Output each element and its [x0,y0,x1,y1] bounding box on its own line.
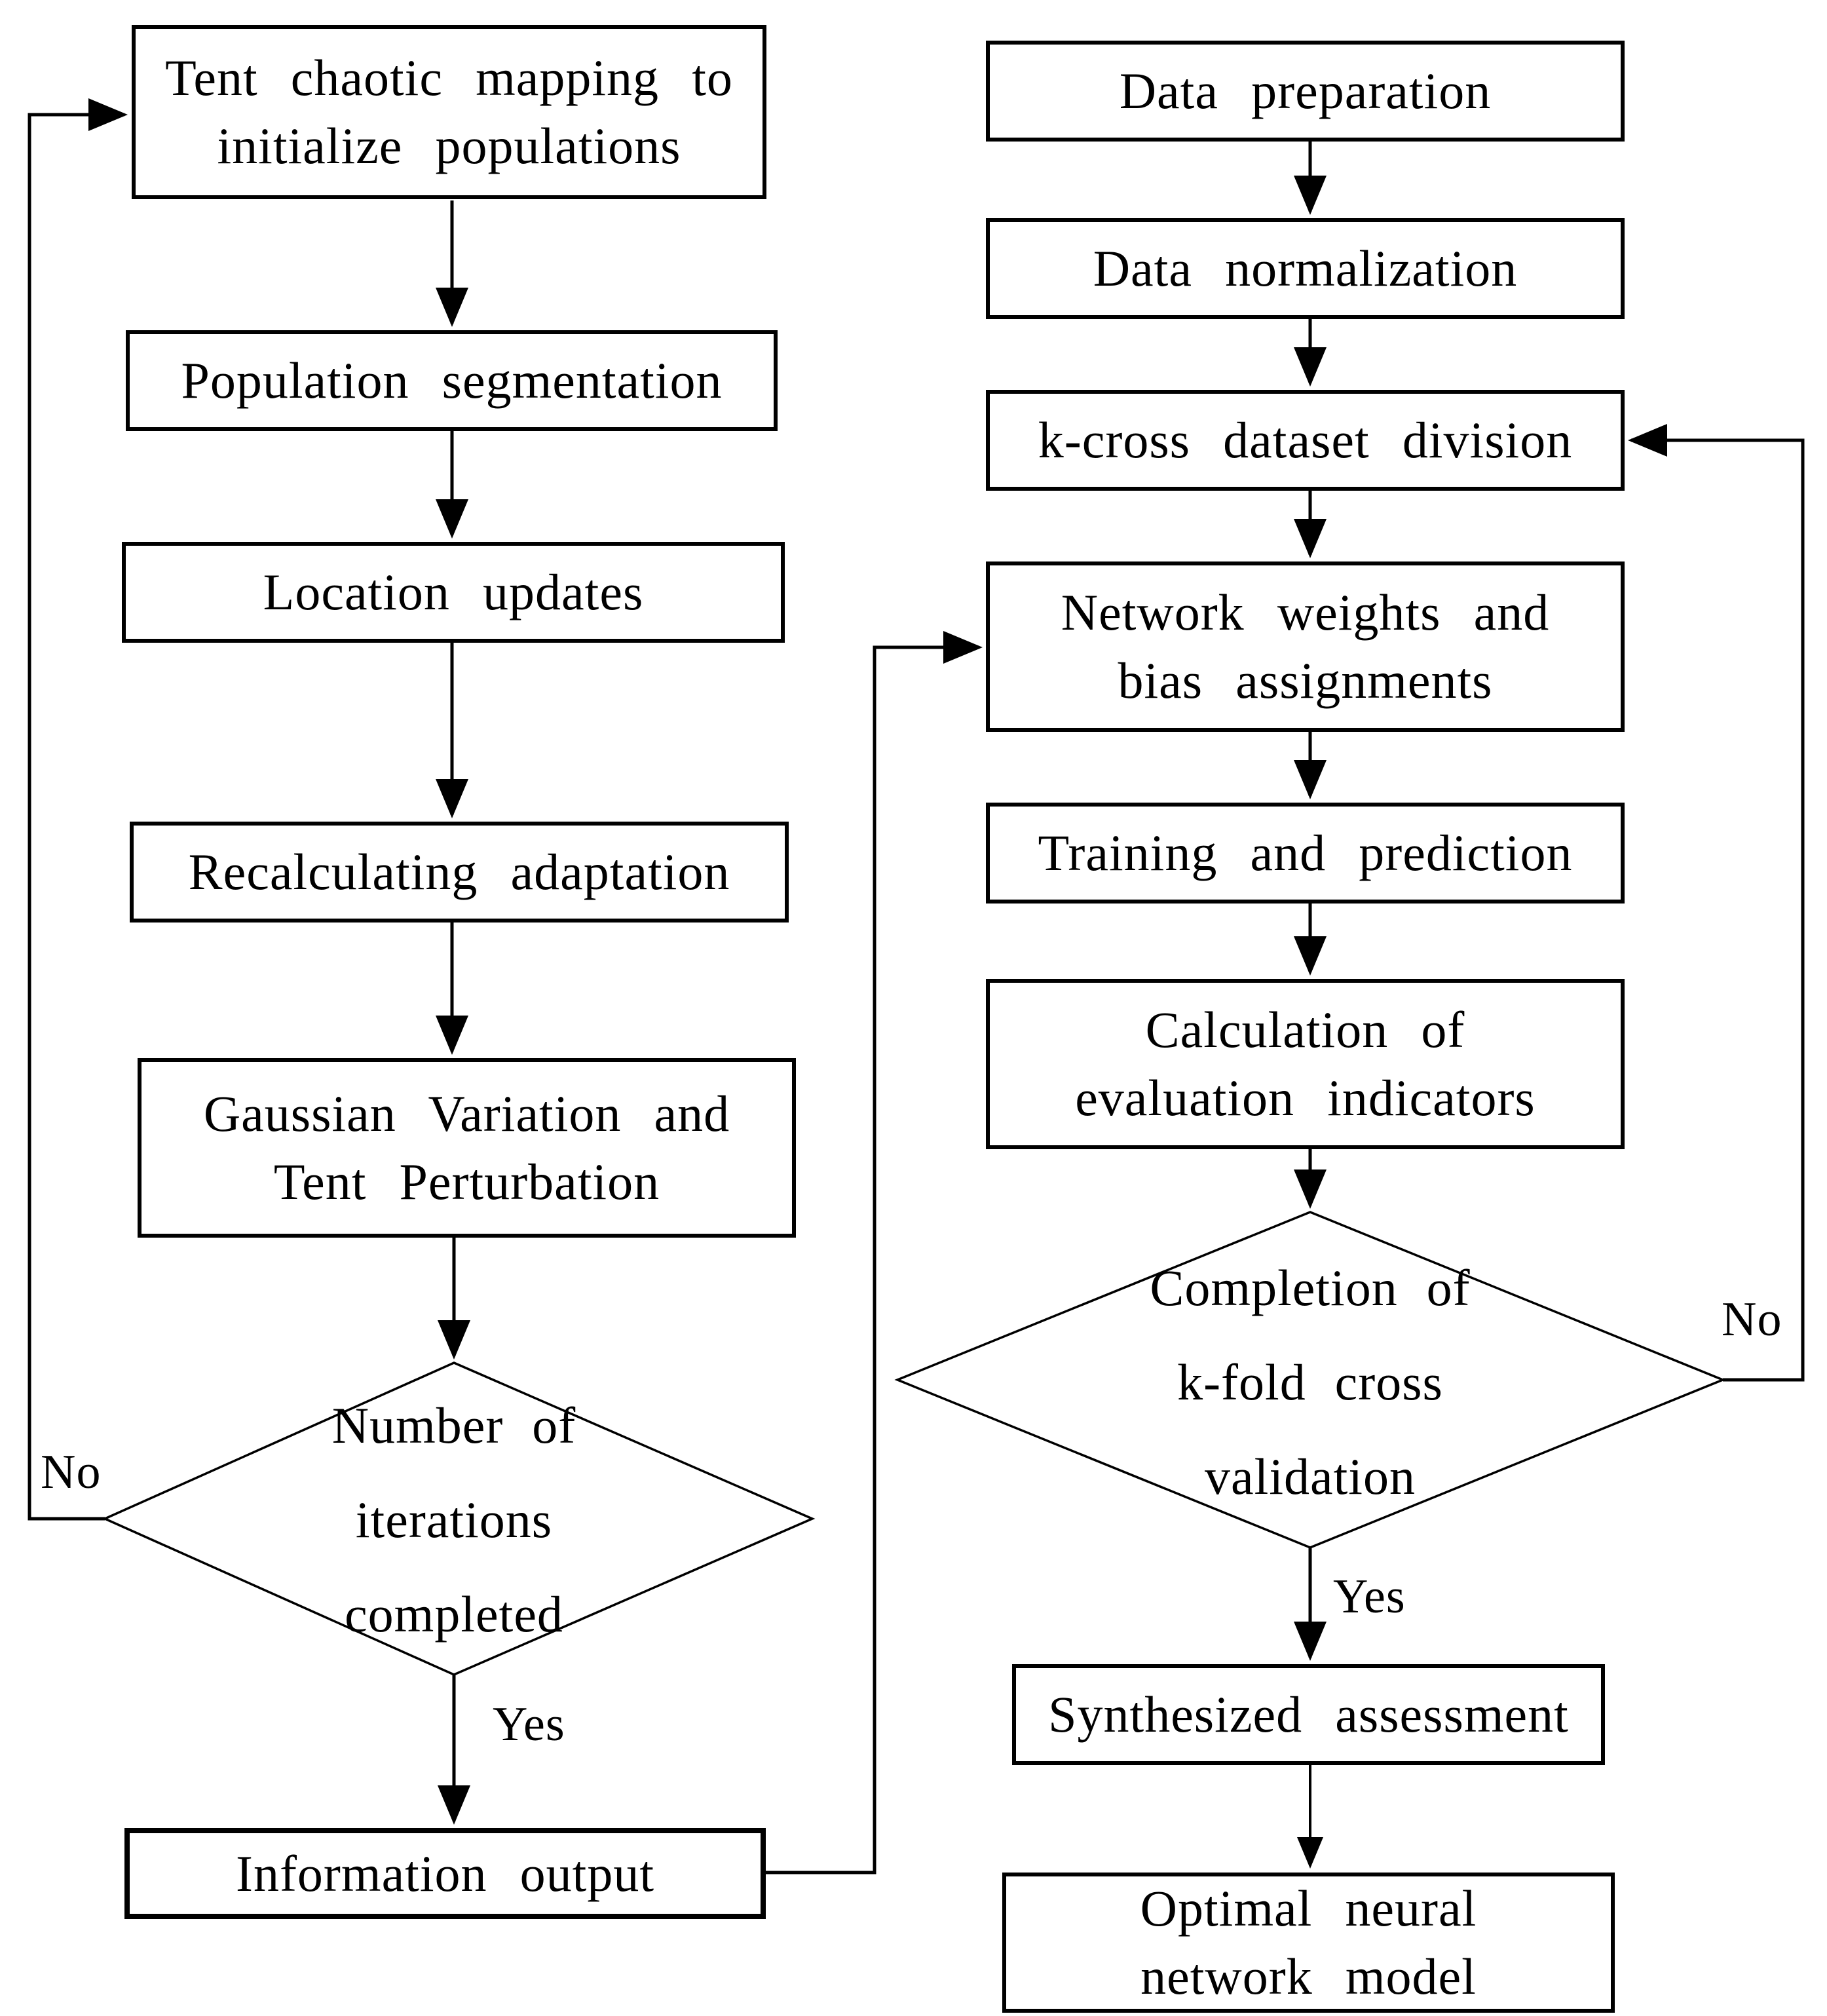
decision-kfold-text: Completion of k-fold cross validation [1081,1259,1539,1506]
node-information-output: Information output [124,1828,766,1919]
decision-label-line: k-fold cross [1177,1353,1443,1411]
label-yes-right: Yes [1333,1570,1406,1624]
node-label: Population segmentation [181,352,723,409]
node-population-segmentation: Population segmentation [126,330,778,431]
node-network-weights: Network weights and bias assignments [986,561,1625,732]
node-calculation-indicators: Calculation of evaluation indicators [986,979,1625,1149]
decision-diamond-right [894,1211,1726,1549]
node-label-line: initialize populations [217,117,681,174]
decision-label-line: Completion of [1150,1259,1471,1316]
decision-label-line: validation [1205,1448,1416,1506]
node-label: Information output [235,1844,655,1902]
node-gaussian-variation: Gaussian Variation and Tent Perturbation [138,1058,796,1238]
label-no-left: No [41,1445,102,1499]
node-label-line: Optimal neural [1140,1880,1477,1937]
node-label-line: bias assignments [1118,652,1493,709]
node-label: Location updates [263,563,644,621]
node-location-updates: Location updates [122,542,785,643]
decision-label-line: iterations [355,1491,553,1548]
decision-label-line: completed [345,1586,563,1643]
node-optimal-model: Optimal neural network model [1002,1873,1615,2013]
node-label-line: Tent Perturbation [273,1153,660,1210]
node-recalculating-adaptation: Recalculating adaptation [130,822,789,922]
node-synthesized-assessment: Synthesized assessment [1012,1664,1605,1765]
node-data-preparation: Data preparation [986,41,1625,142]
decision-iterations-text: Number of iterations completed [225,1379,683,1661]
node-label: Training and prediction [1038,824,1573,882]
edge-no-loop-left [28,98,128,1521]
node-tent-chaotic-mapping: Tent chaotic mapping to initialize popul… [132,25,766,199]
node-label-line: network model [1140,1948,1477,2005]
node-label: k-cross dataset division [1038,411,1573,469]
node-training-prediction: Training and prediction [986,803,1625,903]
node-label-line: Network weights and [1061,584,1550,641]
node-label-line: evaluation indicators [1075,1069,1535,1126]
node-kcross-dataset-division: k-cross dataset division [986,390,1625,491]
node-label: Synthesized assessment [1048,1686,1569,1743]
edge-no-loop-right [1628,424,1805,1382]
decision-diamond-left [102,1361,816,1676]
label-yes-left: Yes [493,1698,565,1751]
node-label-line: Tent chaotic mapping to [165,49,733,107]
node-label-line: Calculation of [1145,1001,1465,1059]
label-no-right: No [1722,1293,1782,1346]
node-label: Data normalization [1093,240,1518,297]
node-label: Recalculating adaptation [188,843,730,901]
edge-info-to-weights [766,631,983,1874]
decision-label-line: Number of [331,1396,576,1454]
node-label: Data preparation [1119,62,1492,120]
node-data-normalization: Data normalization [986,218,1625,319]
node-label-line: Gaussian Variation and [203,1085,730,1143]
